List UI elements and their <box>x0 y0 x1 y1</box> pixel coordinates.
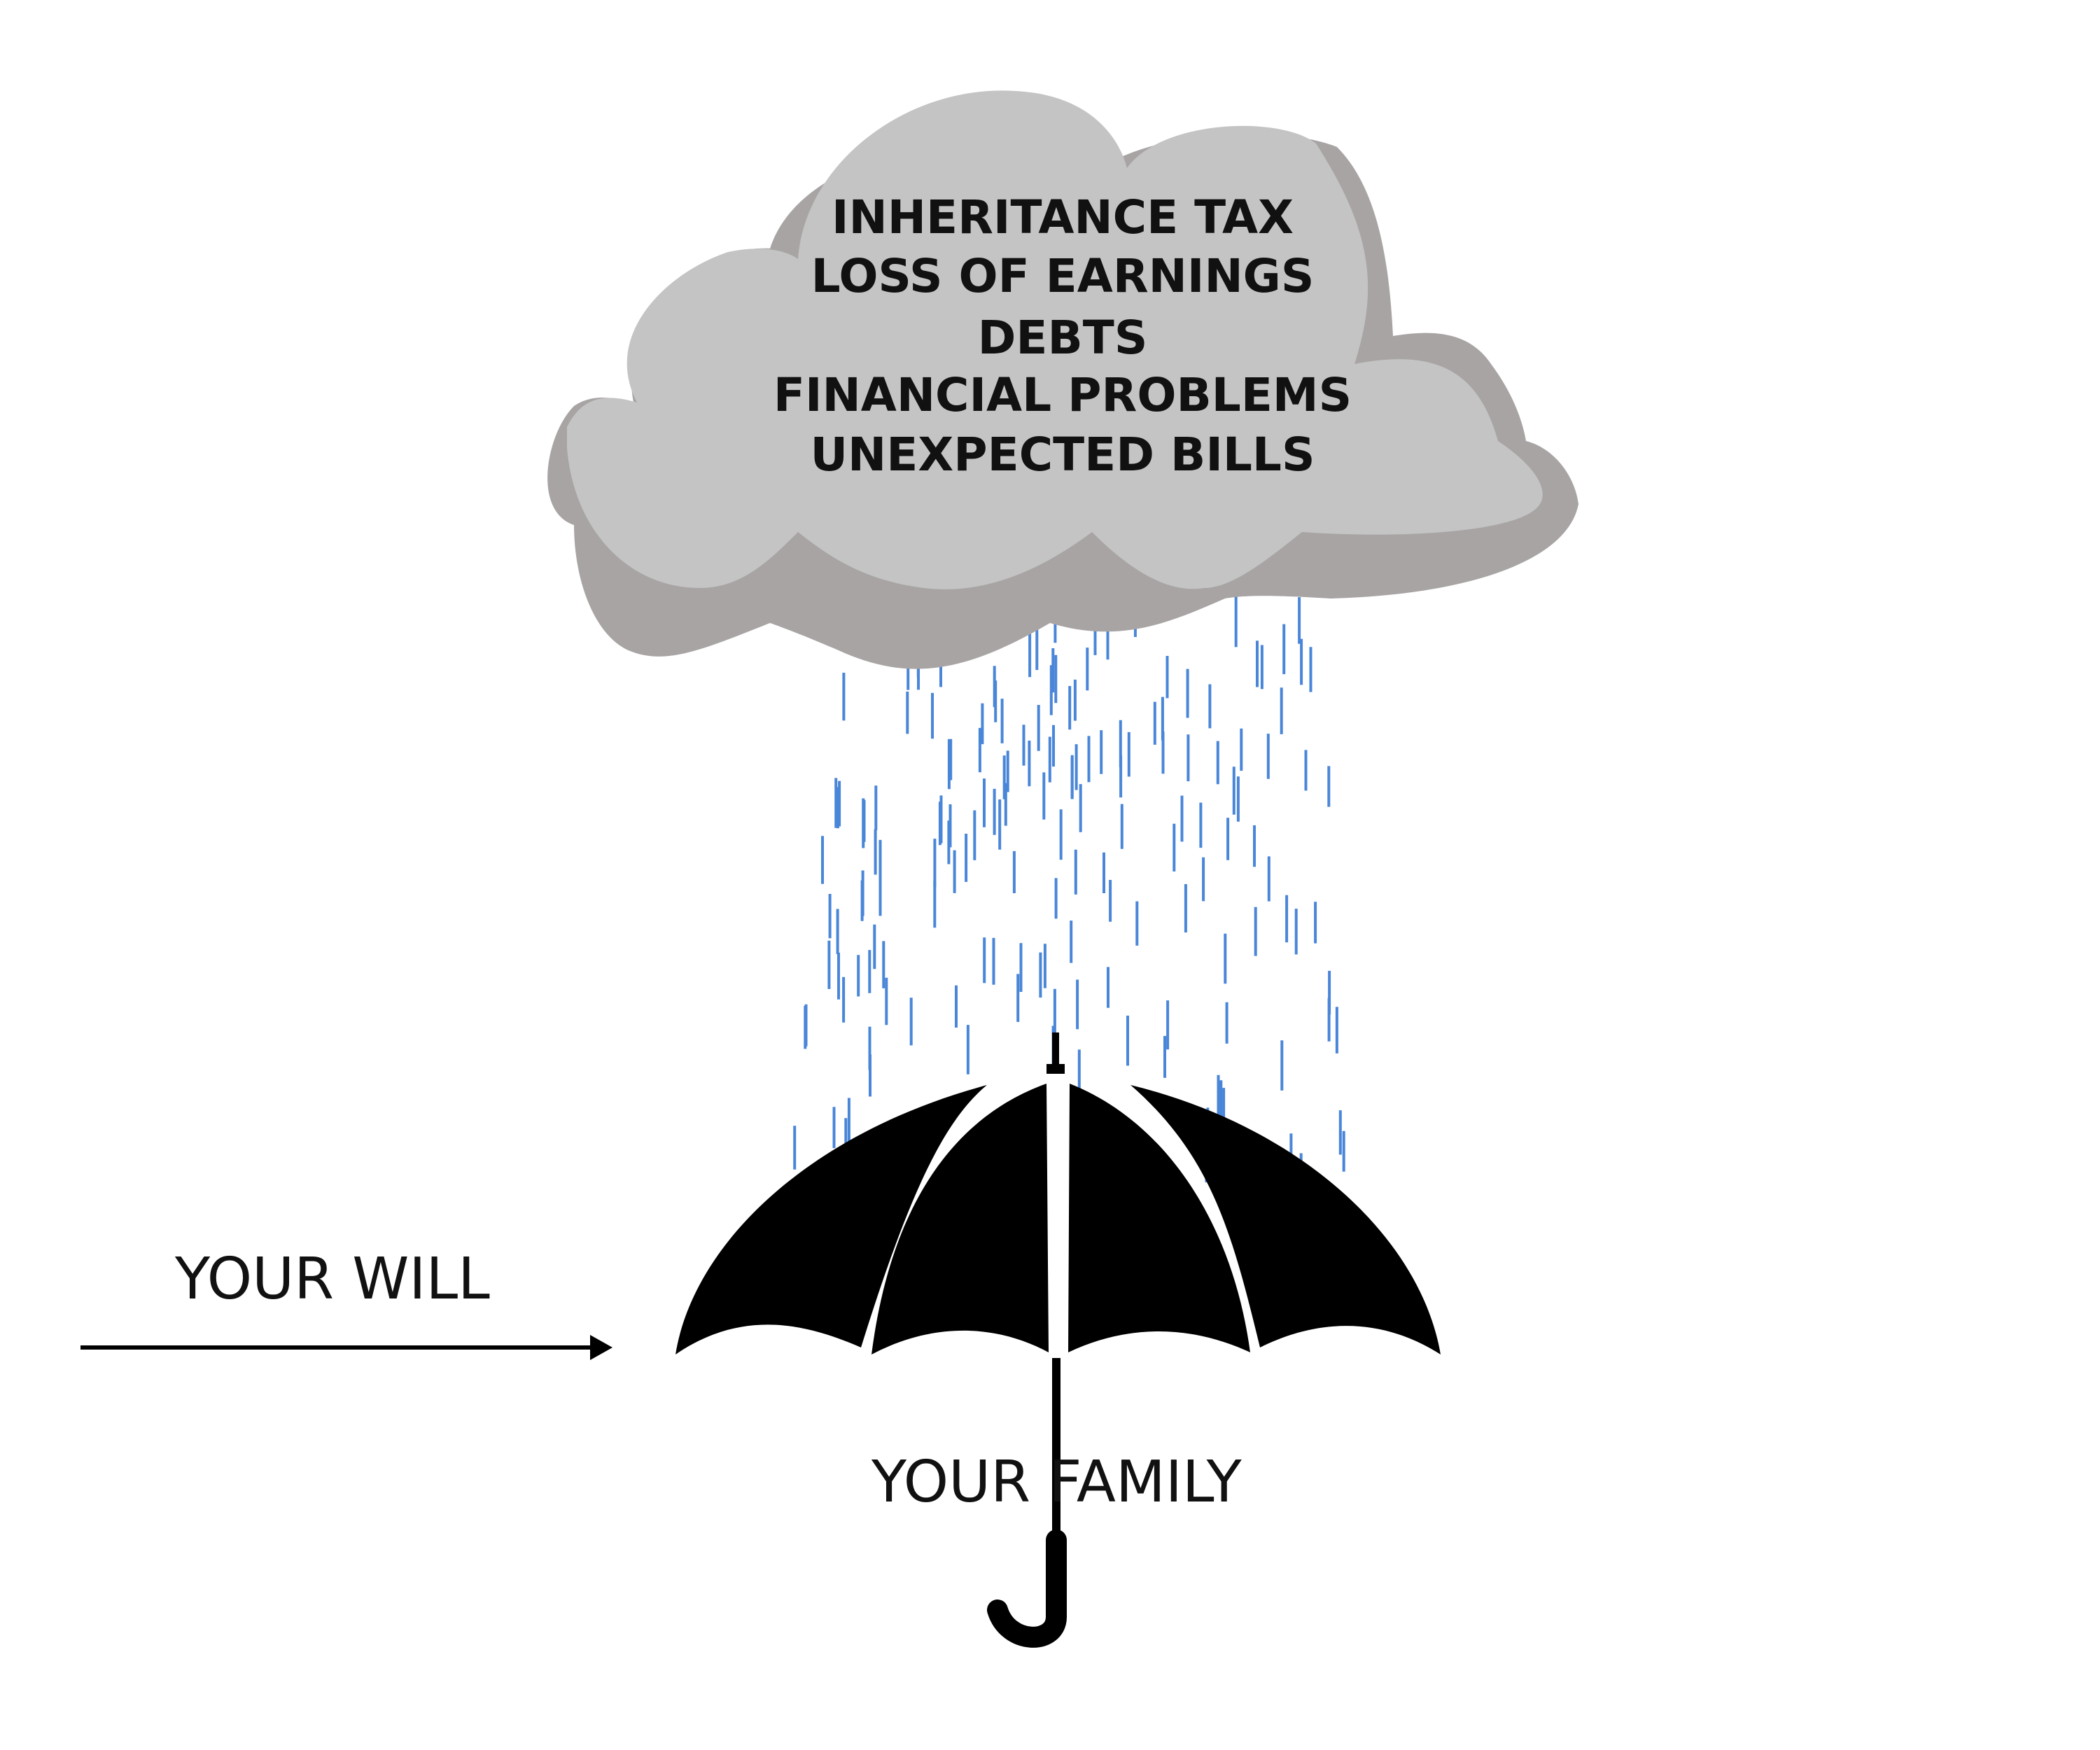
rain-drops <box>793 595 1345 1217</box>
umbrella-panel-2 <box>872 1084 1049 1354</box>
risk-list: INHERITANCE TAX LOSS OF EARNINGS DEBTS F… <box>774 190 1352 482</box>
umbrella-panel-3 <box>1068 1084 1250 1352</box>
your-will-label: YOUR WILL <box>174 1246 490 1312</box>
umbrella-icon <box>676 1032 1441 1648</box>
cloud-body <box>567 90 1543 589</box>
umbrella-shaft <box>1052 1358 1060 1541</box>
storm-cloud-icon <box>547 90 1578 669</box>
umbrella-panel-1 <box>676 1085 987 1354</box>
arrow-right-icon <box>80 1335 612 1360</box>
umbrella-panel-4 <box>1130 1085 1441 1354</box>
risk-financial-problems: FINANCIAL PROBLEMS <box>774 368 1352 422</box>
your-family-label: YOUR FAMILY <box>871 1449 1242 1516</box>
umbrella-tip <box>1052 1032 1059 1069</box>
risk-debts: DEBTS <box>978 311 1148 365</box>
risk-unexpected-bills: UNEXPECTED BILLS <box>810 428 1315 482</box>
risk-loss-of-earnings: LOSS OF EARNINGS <box>811 249 1315 303</box>
umbrella-handle <box>987 1530 1067 1648</box>
risk-inheritance-tax: INHERITANCE TAX <box>832 190 1294 244</box>
